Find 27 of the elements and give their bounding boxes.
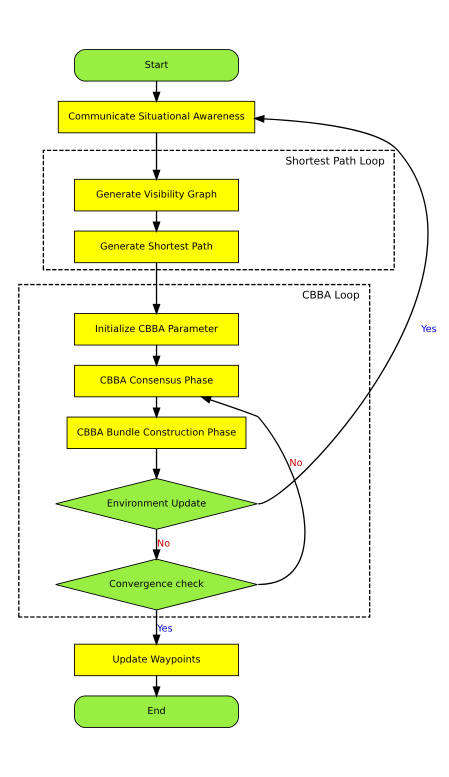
edge-label: No (289, 458, 303, 469)
arrow (152, 81, 161, 104)
node-box: CBBA Bundle Construction Phase (66, 416, 246, 450)
node-box: Initialize CBBA Parameter (74, 313, 239, 346)
arrow (253, 114, 428, 504)
edge-label: No (156, 538, 170, 550)
node-box: Communicate Situational Awareness (58, 100, 256, 134)
node-diamond: Environment Update (55, 478, 258, 530)
arrow (152, 610, 161, 646)
edge-label: Yes (157, 624, 173, 635)
node-box: End (74, 695, 239, 728)
arrow (200, 396, 306, 586)
node-box: Update Waypoints (74, 644, 239, 676)
edge-label: Yes (421, 324, 437, 335)
node-box: Generate Shortest Path (74, 230, 239, 264)
node-box: Generate Visibility Graph (74, 178, 239, 212)
arrow (152, 262, 161, 316)
arrow (152, 676, 161, 698)
arrow (152, 530, 161, 561)
node-diamond: Convergence check (55, 558, 258, 610)
arrow (152, 396, 161, 419)
arrow (152, 345, 161, 368)
node-box: CBBA Consensus Phase (74, 364, 239, 398)
arrow (152, 133, 161, 182)
node-box: Start (74, 49, 239, 82)
arrow (152, 448, 161, 480)
arrow (152, 210, 161, 233)
